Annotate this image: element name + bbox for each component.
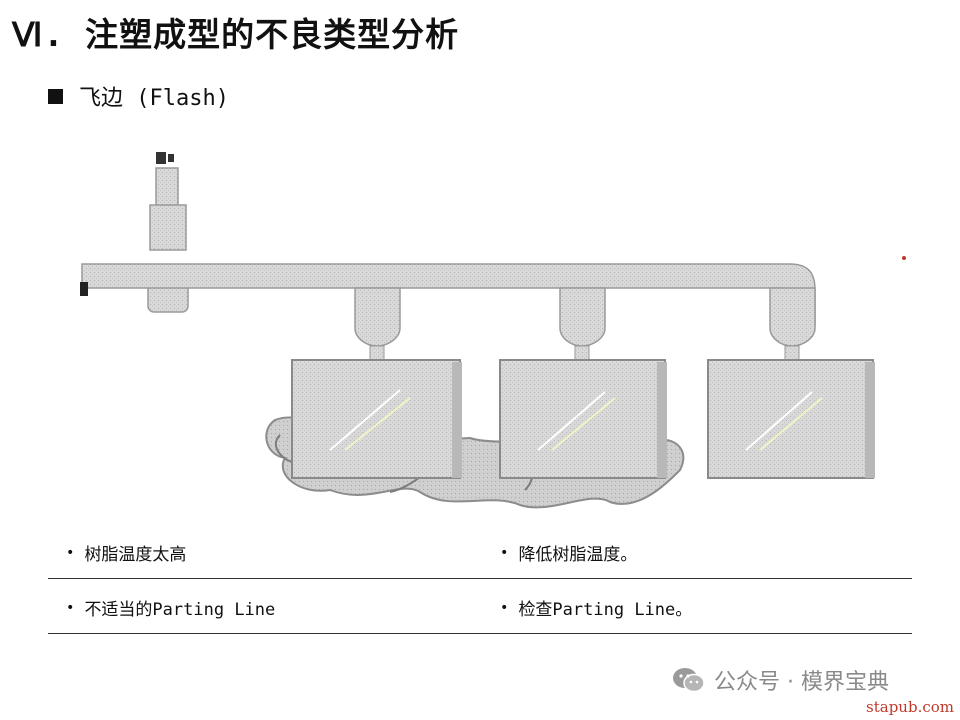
cause-text: 不适当的Parting Line xyxy=(84,600,276,620)
bullet-icon: • xyxy=(66,544,75,561)
table-row: • 不适当的Parting Line • 检查Parting Line。 xyxy=(48,581,912,634)
site-url[interactable]: stapub.com xyxy=(866,698,954,716)
wechat-icon xyxy=(673,668,705,693)
flash-molding-diagram xyxy=(80,152,875,509)
gate-1 xyxy=(354,287,401,361)
remedy-text: 降低树脂温度。 xyxy=(518,545,638,565)
section-heading: 飞边 (Flash) xyxy=(48,80,229,112)
table-row: • 树脂温度太高 • 降低树脂温度。 xyxy=(48,526,912,579)
runner xyxy=(80,263,816,326)
remedy-cell: • 降低树脂温度。 xyxy=(500,540,638,566)
molded-part-2 xyxy=(499,359,667,479)
bullet-icon: • xyxy=(500,599,509,616)
section-heading-text: 飞边 (Flash) xyxy=(79,86,229,111)
square-bullet-icon xyxy=(48,88,63,104)
cause-cell: • 不适当的Parting Line xyxy=(66,595,276,621)
remedy-cell: • 检查Parting Line。 xyxy=(500,595,693,621)
bullet-icon: • xyxy=(500,544,509,561)
red-dot-marker xyxy=(902,256,906,260)
bullet-icon: • xyxy=(66,599,75,616)
cause-text: 树脂温度太高 xyxy=(84,545,187,565)
wechat-watermark: 公众号 · 模界宝典 xyxy=(672,664,889,696)
watermark-label: 公众号 · 模界宝典 xyxy=(714,670,889,695)
gate-2 xyxy=(559,287,606,361)
cause-cell: • 树脂温度太高 xyxy=(66,540,187,566)
gate-3 xyxy=(769,287,816,361)
molded-part-3 xyxy=(707,359,875,479)
molded-part-1 xyxy=(291,359,462,479)
slide-title: Ⅵ. 注塑成型的不良类型分析 xyxy=(12,15,460,54)
remedy-text: 检查Parting Line。 xyxy=(518,600,693,620)
